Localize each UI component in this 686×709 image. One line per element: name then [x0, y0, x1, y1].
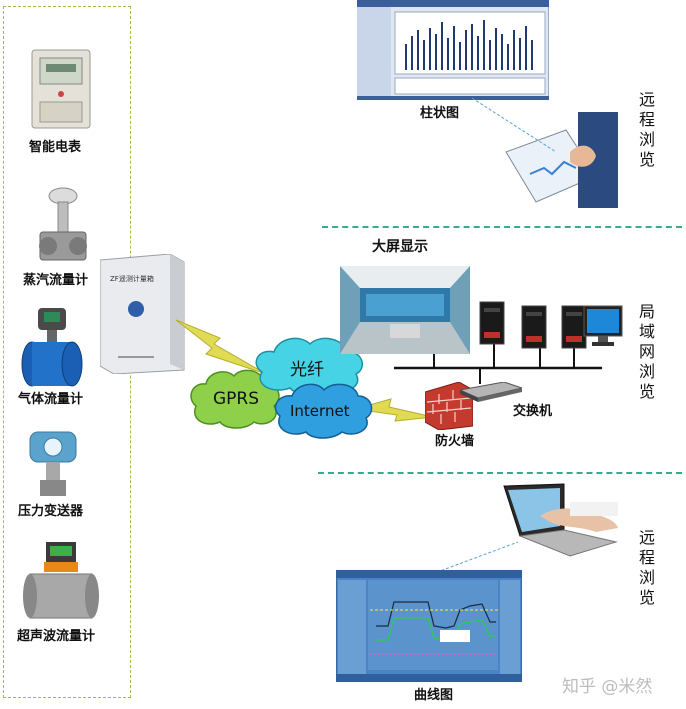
remote-browse-top-label: 远程浏览	[638, 90, 655, 169]
tablet-image	[505, 112, 618, 208]
fiber-label: 光纤	[290, 360, 324, 380]
ultrasonic-flowmeter-image	[23, 542, 99, 619]
server-2	[521, 305, 547, 349]
firewall-label: 防火墙	[435, 434, 475, 449]
gas-flowmeter-image	[21, 308, 83, 387]
cloud-gprs	[190, 369, 280, 429]
gprs-label: GPRS	[213, 389, 260, 409]
pressure-transmitter-image	[29, 431, 77, 496]
cloud-internet	[274, 383, 373, 439]
bar-chart-label: 柱状图	[420, 106, 460, 121]
big-screen-image	[340, 266, 470, 354]
monitor-image	[583, 305, 623, 346]
switch-image	[460, 382, 522, 402]
gas-flowmeter-label: 气体流量计	[18, 392, 84, 407]
metering-cabinet	[100, 254, 185, 374]
separator-bottom	[318, 472, 682, 474]
lan-browse-label: 局域网浏览	[638, 302, 655, 401]
steam-flowmeter-label: 蒸汽流量计	[23, 273, 89, 288]
steam-flowmeter-image	[39, 187, 87, 261]
connector-top	[471, 97, 557, 153]
smart-meter-image	[31, 49, 91, 129]
curve-chart-label: 曲线图	[414, 688, 454, 703]
remote-browse-bottom-label: 远程浏览	[638, 528, 655, 607]
connector-bottom	[431, 541, 519, 575]
server-1	[479, 301, 505, 345]
internet-label: Internet	[290, 402, 350, 420]
bar-chart-screen	[357, 0, 549, 100]
smart-meter-label: 智能电表	[29, 140, 82, 155]
cloud-fiber	[255, 337, 364, 395]
laptop-image	[503, 483, 618, 557]
ultrasonic-flowmeter-label: 超声波流量计	[17, 629, 96, 644]
watermark: 知乎 @米然	[562, 677, 653, 697]
separator-top	[322, 226, 682, 228]
big-screen-title: 大屏显示	[372, 239, 428, 255]
cabinet-label: ZF遥测计量箱	[110, 275, 154, 283]
server-3	[561, 305, 587, 349]
switch-label: 交换机	[513, 404, 553, 419]
curve-chart-screen	[336, 570, 522, 682]
pressure-transmitter-label: 压力变送器	[18, 504, 84, 519]
